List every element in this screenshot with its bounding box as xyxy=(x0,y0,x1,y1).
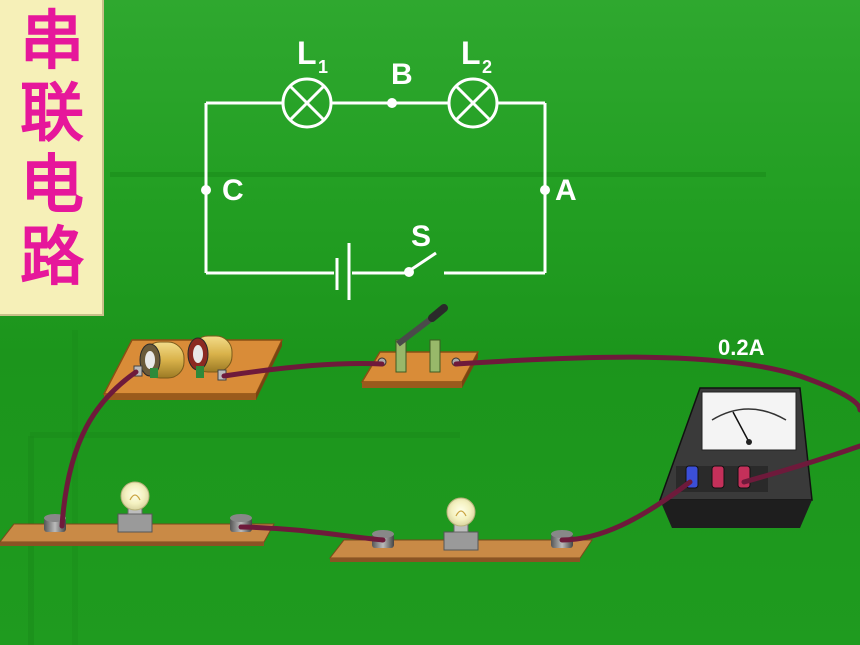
switch-blade xyxy=(408,251,437,273)
wire xyxy=(559,479,693,543)
lamp-l1-symbol xyxy=(281,77,333,129)
switch-pivot-dot xyxy=(404,267,414,277)
lamp-l2-subscript: 2 xyxy=(482,57,492,77)
lamp-board-1 xyxy=(0,481,275,546)
background-stripe xyxy=(110,172,766,177)
lamp-l1-subscript: 1 xyxy=(318,57,328,77)
slide-title: 串 联 电 路 xyxy=(0,6,104,294)
ammeter-reading: 0.2A xyxy=(718,335,765,360)
lamp-board-2 xyxy=(328,497,593,562)
node-c-dot xyxy=(201,185,211,195)
knife-switch xyxy=(360,304,480,388)
lamp-l2-symbol xyxy=(447,77,499,129)
wire xyxy=(238,524,386,543)
node-a-dot xyxy=(540,185,550,195)
lamp-l1-label: L xyxy=(297,35,317,71)
node-b-label: B xyxy=(391,58,413,91)
title-char: 联 xyxy=(20,77,84,151)
battery-cell xyxy=(187,335,233,373)
switch-label: S xyxy=(411,220,431,253)
node-b-dot xyxy=(387,98,397,108)
wire xyxy=(453,354,860,413)
battery-holder xyxy=(102,335,284,400)
battery-cell xyxy=(139,341,185,379)
wire xyxy=(59,369,139,529)
wire xyxy=(741,443,860,485)
node-a-label: A xyxy=(555,174,577,207)
title-char: 串 xyxy=(20,5,84,79)
lamp-l2-label: L xyxy=(461,35,481,71)
ammeter xyxy=(658,387,813,528)
background-stripe xyxy=(72,330,78,645)
circuit-schematic xyxy=(204,101,547,300)
wire xyxy=(221,361,385,379)
connecting-wires xyxy=(59,354,860,543)
title-box xyxy=(0,0,104,316)
background-stripe xyxy=(30,432,460,438)
title-char: 电 xyxy=(20,149,84,223)
title-char: 路 xyxy=(20,221,84,295)
node-c-label: C xyxy=(222,174,244,207)
